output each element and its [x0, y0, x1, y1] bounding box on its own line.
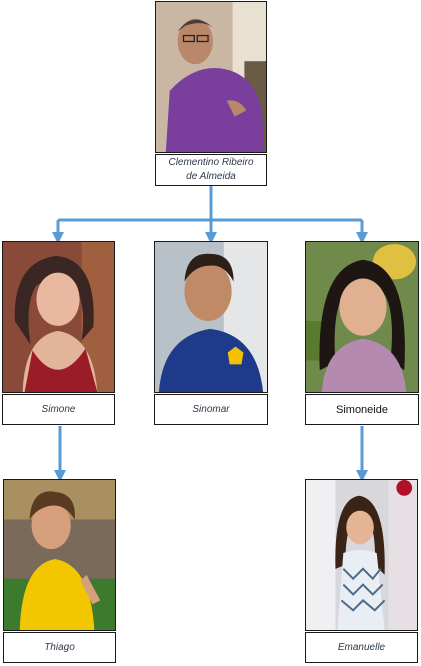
photo-clementino — [155, 1, 267, 153]
name-text-thiago: Thiago — [44, 641, 75, 653]
photo-simone — [2, 241, 115, 393]
name-label-sinomar: Sinomar — [154, 394, 268, 425]
name-text-emanuelle: Emanuelle — [337, 641, 386, 653]
name-text-simone: Simone — [41, 403, 76, 415]
photo-simoneide — [305, 241, 419, 393]
name-label-simoneide: Simoneide — [305, 394, 419, 425]
photo-emanuelle — [305, 479, 418, 631]
name-line-1: Clementino Ribeiro — [168, 157, 254, 168]
photo-thiago — [3, 479, 116, 631]
name-label-thiago: Thiago — [3, 632, 116, 663]
name-label-clementino: Clementino Ribeiro de Almeida — [155, 154, 267, 186]
name-line-2: de Almeida — [186, 171, 236, 182]
photo-sinomar — [154, 241, 268, 393]
name-text-sinomar: Sinomar — [192, 403, 230, 415]
name-label-emanuelle: Emanuelle — [305, 632, 418, 663]
name-text-simoneide: Simoneide — [336, 403, 388, 416]
name-label-simone: Simone — [2, 394, 115, 425]
